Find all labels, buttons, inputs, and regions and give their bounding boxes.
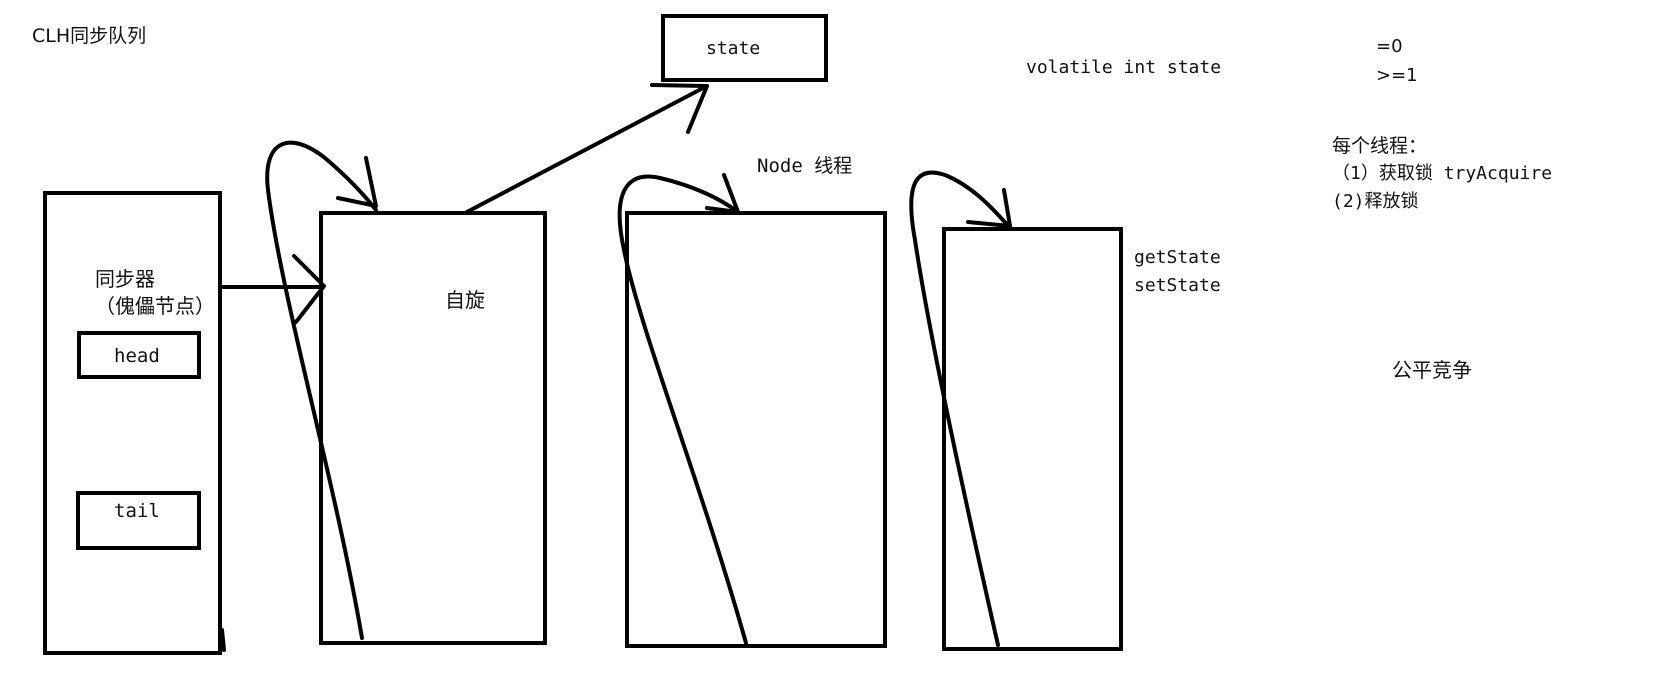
set-state-method: setState [1134, 275, 1221, 296]
tail-label: tail [114, 500, 160, 522]
head-box [77, 331, 201, 379]
node-thread-label: Node 线程 [757, 155, 852, 177]
fairness-label: 公平竞争 [1392, 358, 1472, 382]
tail-box [76, 491, 201, 550]
state-declaration: volatile int state [1026, 57, 1221, 78]
node-2-spin-loop [617, 174, 748, 645]
node-3-spin-loop [909, 170, 1012, 647]
state-box-label: state [706, 38, 760, 59]
get-state-method: getState [1134, 247, 1221, 268]
spin-label: 自旋 [445, 288, 485, 312]
state-value-positive: >=1 [1376, 65, 1418, 86]
per-thread-heading: 每个线程： [1332, 135, 1427, 157]
synchronizer-stray-mark [220, 628, 226, 652]
state-value-zero: =0 [1376, 36, 1403, 57]
node-1-box [319, 211, 547, 645]
synchronizer-title: 同步器 [95, 267, 155, 291]
synchronizer-box [43, 191, 222, 655]
node-to-state-arrow-shaft [463, 85, 707, 215]
per-thread-release: (2)释放锁 [1332, 191, 1419, 212]
head-label: head [114, 345, 160, 367]
node-3-box [942, 227, 1123, 651]
synchronizer-subtitle: （傀儡节点） [95, 294, 215, 318]
node-3-spin-arrowhead [966, 188, 1012, 228]
node-1-spin-loop [265, 140, 378, 640]
node-1-spin-arrowhead [336, 156, 378, 208]
node-2-box [625, 211, 887, 648]
diagram-title: CLH同步队列 [32, 25, 146, 47]
node-2-spin-arrowhead [705, 173, 740, 214]
node-to-state-arrow-head [650, 83, 709, 134]
sync-to-node-arrow-head [292, 254, 326, 324]
per-thread-acquire: （1）获取锁 tryAcquire [1332, 163, 1552, 184]
state-box [661, 14, 828, 82]
